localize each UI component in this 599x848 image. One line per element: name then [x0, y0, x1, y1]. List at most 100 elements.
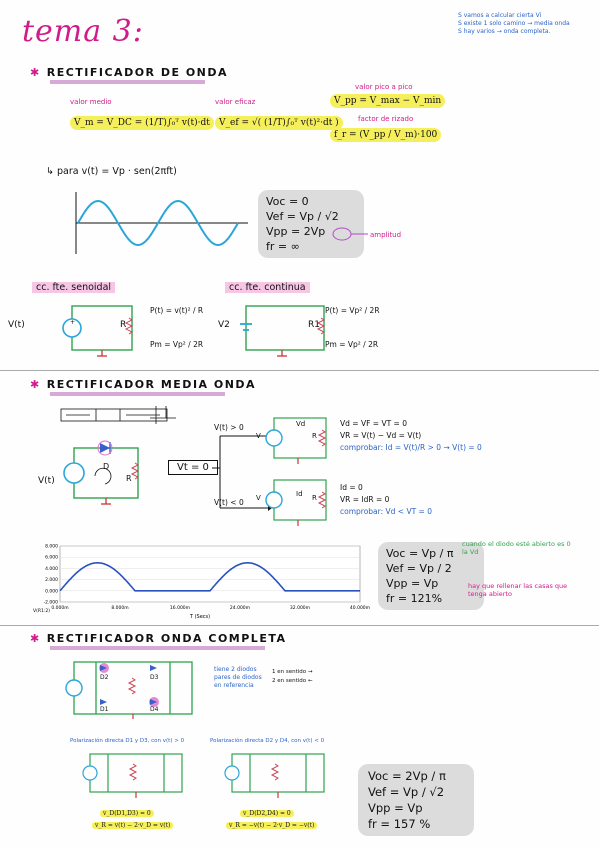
label-id: Id: [296, 490, 303, 498]
resistor-label-r1: R1: [308, 320, 320, 330]
page-title: tema 3:: [22, 14, 144, 49]
circuit-media-onda: [63, 440, 140, 505]
formula-valor-medio: V_m = V_DC = (1/T)∫₀ᵀ v(t)·dt: [60, 112, 224, 134]
circuit-diode-off: [265, 479, 327, 526]
heading-underline: [50, 392, 225, 396]
formula-pt-senoidal: P(t) = v(t)² / R: [150, 306, 204, 315]
graph-xlabel: T (Secs): [189, 614, 210, 620]
results-box-1: Voc = 0 Vef = Vp / √2 Vpp = 2Vp fr = ∞: [258, 190, 364, 258]
equation-line: VR = IdR = 0: [340, 495, 390, 504]
section-heading-text: RECTIFICADOR ONDA COMPLETA: [46, 632, 287, 645]
y-tick-label: -2.000: [43, 600, 58, 606]
pink-mark-icon: ✱: [30, 632, 41, 645]
section-heading-text: RECTIFICADOR DE ONDA: [46, 66, 229, 79]
result-fr: fr = 157 %: [368, 817, 431, 831]
diode-label-d4: D4: [150, 706, 159, 713]
svg-text:+: +: [70, 319, 75, 326]
label-valor-pico: valor pico a pico: [355, 83, 413, 91]
diode-label-d2: D2: [100, 674, 109, 681]
result-fr: fr = 121%: [386, 592, 443, 605]
subheading-senoidal: cc. fte. senoidal: [32, 282, 116, 293]
bridge-note: tiene 2 diodos pares de diodos en refere…: [214, 666, 262, 690]
formula-pm-senoidal: Pm = Vp² / 2R: [150, 340, 204, 349]
y-tick-label: 6.000: [45, 555, 58, 561]
section-divider: [0, 370, 599, 371]
source-label-v: V: [256, 432, 261, 440]
resistor-label-r: R: [126, 474, 132, 483]
label-factor-rizado: factor de rizado: [358, 115, 414, 123]
equation-line: comprobar: Id = V(t)/R > 0 → V(t) = 0: [340, 443, 482, 452]
subheading-continua-text: cc. fte. continua: [225, 282, 310, 293]
resistor-label-r: R: [120, 320, 127, 330]
result-vpp: Vpp = Vp: [368, 801, 423, 815]
formula-pm-continua: Pm = Vp² / 2R: [325, 340, 379, 349]
result-vpp: Vpp = 2Vp: [266, 225, 326, 238]
y-tick-label: 8.000: [45, 544, 58, 550]
side-note-line: S hay varios → onda completa.: [458, 28, 551, 35]
bridge-note-line: en referencia: [214, 682, 254, 689]
x-tick-label: 24.000m: [230, 605, 250, 611]
annotation-diodo: cuando el diodo esté abierto es 0 la Vd: [462, 540, 571, 556]
results-box-2: Voc = Vp / π Vef = Vp / 2 Vpp = Vp fr = …: [378, 542, 484, 610]
x-tick-label: 0.000m: [51, 605, 68, 611]
pol-label-d1-d3: Polarización directa D1 y D3, con v(t) >…: [70, 738, 185, 744]
formula-fr: f_r = (V_pp / V_m)·100: [330, 128, 442, 142]
circuit-continua: [240, 305, 326, 357]
resistor-label-r: R: [312, 494, 317, 502]
eq-d2-d4-b: v_R = −v(t) − 2·v_D = −v(t): [226, 822, 318, 829]
x-tick-label: 40.000m: [350, 605, 370, 611]
formula-pt-continua: P(t) = Vp² / 2R: [325, 306, 380, 315]
heading-underline: [50, 646, 265, 650]
eq-d2-d4-a: v_D(D2,D4) = 0: [240, 810, 294, 817]
source-label-vt: V(t): [38, 476, 55, 486]
result-voc: Voc = 0: [266, 195, 309, 208]
subheading-senoidal-text: cc. fte. senoidal: [32, 282, 116, 293]
result-voc: Voc = Vp / π: [386, 547, 454, 560]
side-note-line: S existe 1 solo camino → media onda: [458, 20, 570, 27]
formula-vm-text: V_m = V_DC = (1/T)∫₀ᵀ v(t)·dt: [70, 116, 214, 130]
condition-positive: V(t) > 0: [214, 423, 244, 432]
pol-label-d2-d4: Polarización directa D2 y D4, con v(t) <…: [210, 738, 325, 744]
sine-curve: [77, 199, 239, 247]
heading-underline: [50, 80, 205, 84]
annotation-rellenar: hay que rellenar las casas que tenga abi…: [468, 582, 568, 598]
label-amplitud: amplitud: [370, 231, 402, 239]
section-heading-media-onda: ✱RECTIFICADOR MEDIA ONDA: [30, 378, 256, 391]
formula-vef-text: V_ef = √( (1/T)∫₀ᵀ v(t)²·dt ): [215, 116, 343, 130]
result-vpp: Vpp = Vp: [386, 577, 439, 590]
y-tick-label: 0.000: [45, 588, 58, 594]
source-label-v: V: [256, 494, 261, 502]
side-note-line: S vamos a calcular cierta Vi: [458, 12, 542, 19]
diode-label-d1: D1: [100, 706, 109, 713]
bridge-note-right-line: 1 en sentido →: [272, 669, 313, 675]
equation-line: Id = 0: [340, 483, 363, 492]
circuit-pol-d1-d3: [82, 753, 183, 798]
condition-negative: V(t) < 0: [214, 498, 244, 507]
results-box-3: Voc = 2Vp / π Vef = Vp / √2 Vpp = Vp fr …: [358, 764, 474, 836]
result-fr: fr = ∞: [266, 240, 300, 253]
bridge-note-right: 1 en sentido → 2 en sentido ←: [272, 668, 313, 686]
formula-vpp: V_pp = V_max − V_min: [330, 94, 446, 108]
pink-mark-icon: ✱: [30, 66, 41, 79]
result-vef: Vef = Vp / 2: [386, 562, 452, 575]
arrow-icon: ↳: [46, 166, 57, 177]
section-heading-text: RECTIFICADOR MEDIA ONDA: [46, 378, 257, 391]
formula-vpp-text: V_pp = V_max − V_min: [330, 94, 446, 108]
resistor-label-r: R: [312, 432, 317, 440]
subheading-continua: cc. fte. continua: [225, 282, 310, 293]
eq-d1-d3-a-text: v_D(D1,D3) = 0: [100, 810, 154, 817]
halfwave-curve: [59, 562, 360, 592]
circuit-senoidal: +: [62, 305, 134, 357]
circuit-puente: [65, 661, 193, 719]
label-valor-eficaz: valor eficaz: [215, 98, 256, 106]
result-vef: Vef = Vp / √2: [368, 785, 445, 799]
eq-d1-d3-b: v_R = v(t) − 2·v_D = v(t): [92, 822, 174, 829]
eq-d1-d3-a: v_D(D1,D3) = 0: [100, 810, 154, 817]
eq-d2-d4-b-text: v_R = −v(t) − 2·v_D = −v(t): [226, 822, 318, 829]
label-valor-medio: valor medio: [70, 98, 112, 106]
sine-wave-plot: [75, 192, 248, 254]
circuit-diode-on: [265, 417, 327, 464]
